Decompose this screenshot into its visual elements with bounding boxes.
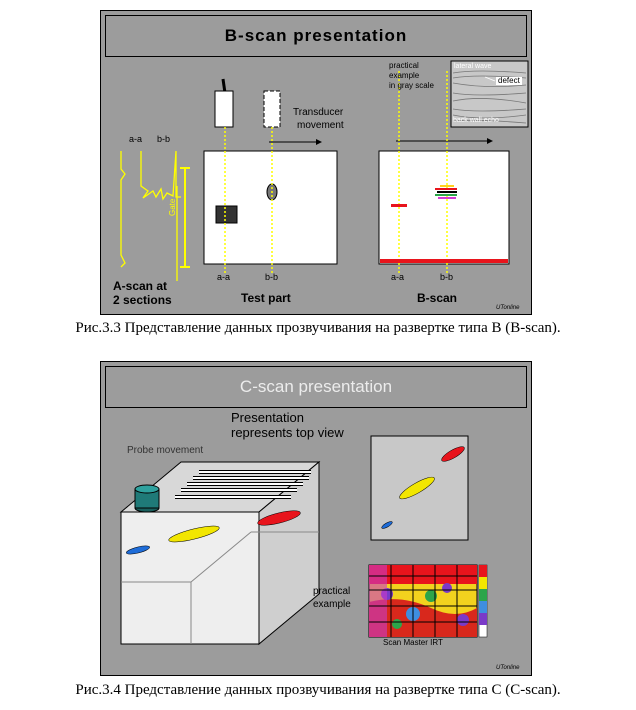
probe-movement-label: Probe movement bbox=[127, 445, 204, 456]
bscan-display bbox=[378, 150, 510, 265]
block-defect-blue bbox=[126, 545, 150, 555]
bscan-brand: UTonline bbox=[496, 305, 520, 311]
defect-label: defect bbox=[496, 76, 522, 86]
probe-icon bbox=[134, 484, 160, 513]
cscan-caption: Рис.3.4 Представление данных прозвучиван… bbox=[75, 682, 561, 698]
bscan-bb-label: b-b bbox=[440, 272, 454, 282]
test-part-defect-square bbox=[215, 205, 238, 224]
ascan-label-line2: 2 sections bbox=[113, 293, 172, 307]
test-block bbox=[119, 460, 321, 646]
testpart-label: Test part bbox=[241, 291, 291, 305]
ascan-bb-label: b-b bbox=[157, 134, 171, 144]
transducer-label-line2: movement bbox=[297, 120, 344, 131]
practical-label-line1: practical bbox=[389, 61, 419, 70]
cscan-diagram bbox=[119, 435, 488, 646]
cscan-practical-line1: practical bbox=[313, 586, 351, 597]
block-defect-red bbox=[257, 510, 301, 526]
bscan-echo-aa bbox=[391, 204, 407, 207]
gate-label: Gate bbox=[168, 198, 177, 216]
bscan-panel: B-scan presentation bbox=[100, 10, 532, 315]
cscan-brand: UTonline bbox=[496, 665, 520, 671]
topview-defect-blue bbox=[381, 521, 393, 529]
cscan-title: C-scan presentation bbox=[239, 377, 393, 396]
cscan-example-image bbox=[368, 564, 488, 638]
lateral-wave-label: lateral wave bbox=[454, 63, 492, 70]
bscan-caption: Рис.3.3 Представление данных прозвучиван… bbox=[75, 320, 561, 336]
topview-defect-red bbox=[441, 446, 465, 462]
presentation-label-line1: Presentation bbox=[231, 410, 304, 425]
cscan-title-bar: C-scan presentation bbox=[105, 366, 527, 408]
gate-bar bbox=[180, 167, 190, 268]
bscan-title-bar: B-scan presentation bbox=[105, 15, 527, 57]
presentation-label-line2: represents top view bbox=[231, 425, 344, 440]
ascan-aa-label: a-a bbox=[129, 134, 143, 144]
ascan-traces bbox=[120, 150, 181, 281]
block-defect-yellow bbox=[168, 525, 220, 543]
scan-master-label: Scan Master IRT bbox=[383, 638, 443, 647]
bscan-label: B-scan bbox=[417, 291, 458, 305]
topview-defect-yellow bbox=[399, 476, 435, 500]
bscan-echo-bb bbox=[435, 185, 457, 199]
bscan-backwall-echo bbox=[380, 259, 508, 263]
testpart-aa-label: a-a bbox=[217, 272, 231, 282]
backwall-echo-label: back wall echo bbox=[453, 117, 499, 124]
cscan-practical-line2: example bbox=[313, 599, 351, 610]
testpart-bb-label: b-b bbox=[265, 272, 279, 282]
transducer-label-line1: Transducer bbox=[293, 107, 344, 118]
cscan-panel: C-scan presentation bbox=[100, 361, 532, 676]
bscan-title: B-scan presentation bbox=[224, 26, 408, 45]
bscan-aa-label: a-a bbox=[391, 272, 405, 282]
ascan-label-line1: A-scan at bbox=[113, 279, 168, 293]
practical-label-line2: example bbox=[389, 71, 420, 80]
transducer-probe bbox=[214, 78, 281, 128]
practical-label-line3: in gray scale bbox=[389, 81, 434, 90]
bscan-diagram bbox=[120, 60, 529, 281]
